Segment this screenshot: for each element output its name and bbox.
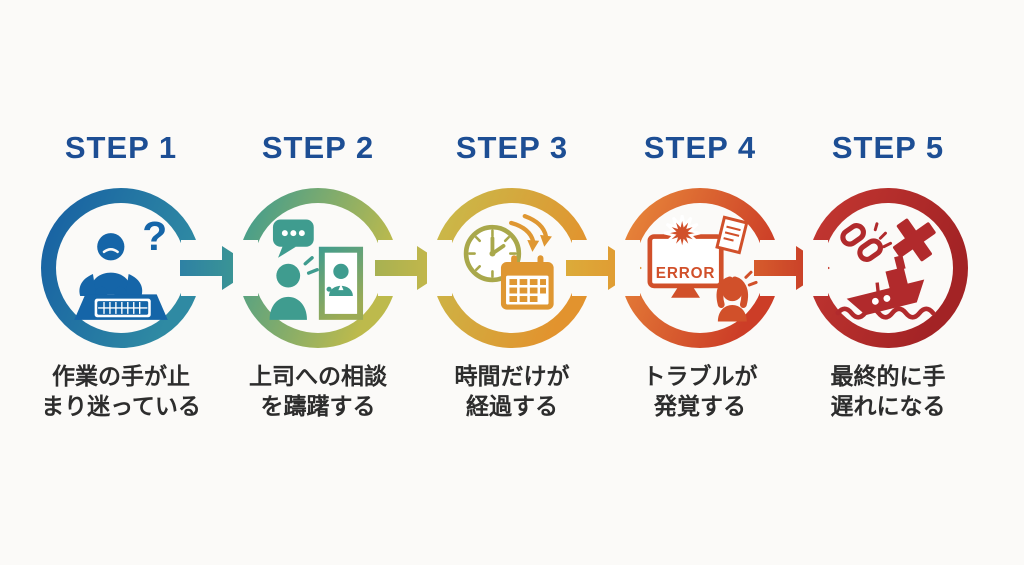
step-5-heading: STEP 5: [831, 130, 945, 165]
step-3-heading: STEP 3: [455, 130, 569, 165]
step-2-heading: STEP 2: [261, 130, 375, 165]
clock-and-calendar-time-passing-icon: [463, 214, 554, 310]
step-4-label: トラブルが 発覚する: [642, 363, 758, 420]
step-4-heading: STEP 4: [643, 130, 757, 165]
hesitant-consultation-at-door-icon: [269, 219, 364, 320]
sinking-ship-too-late-icon: [835, 218, 936, 320]
step-2-label: 上司への相談 を躊躇する: [249, 363, 387, 420]
question-mark-glyph: ?: [142, 213, 167, 259]
step-4-circle: ERROR: [615, 188, 785, 348]
step-1-heading: STEP 1: [64, 130, 178, 165]
step-5-label: 最終的に手 遅れになる: [830, 363, 946, 420]
step-1-label: 作業の手が止 まり迷っている: [41, 363, 201, 420]
step-1-circle: ?: [41, 188, 206, 348]
computer-error-trouble-icon: ERROR: [647, 215, 758, 322]
error-screen-text: ERROR: [656, 265, 716, 282]
step-3-label: 時間だけが 経過する: [454, 363, 570, 420]
confused-worker-at-keyboard-icon: ?: [74, 213, 168, 320]
step-5-circle: [803, 188, 968, 348]
